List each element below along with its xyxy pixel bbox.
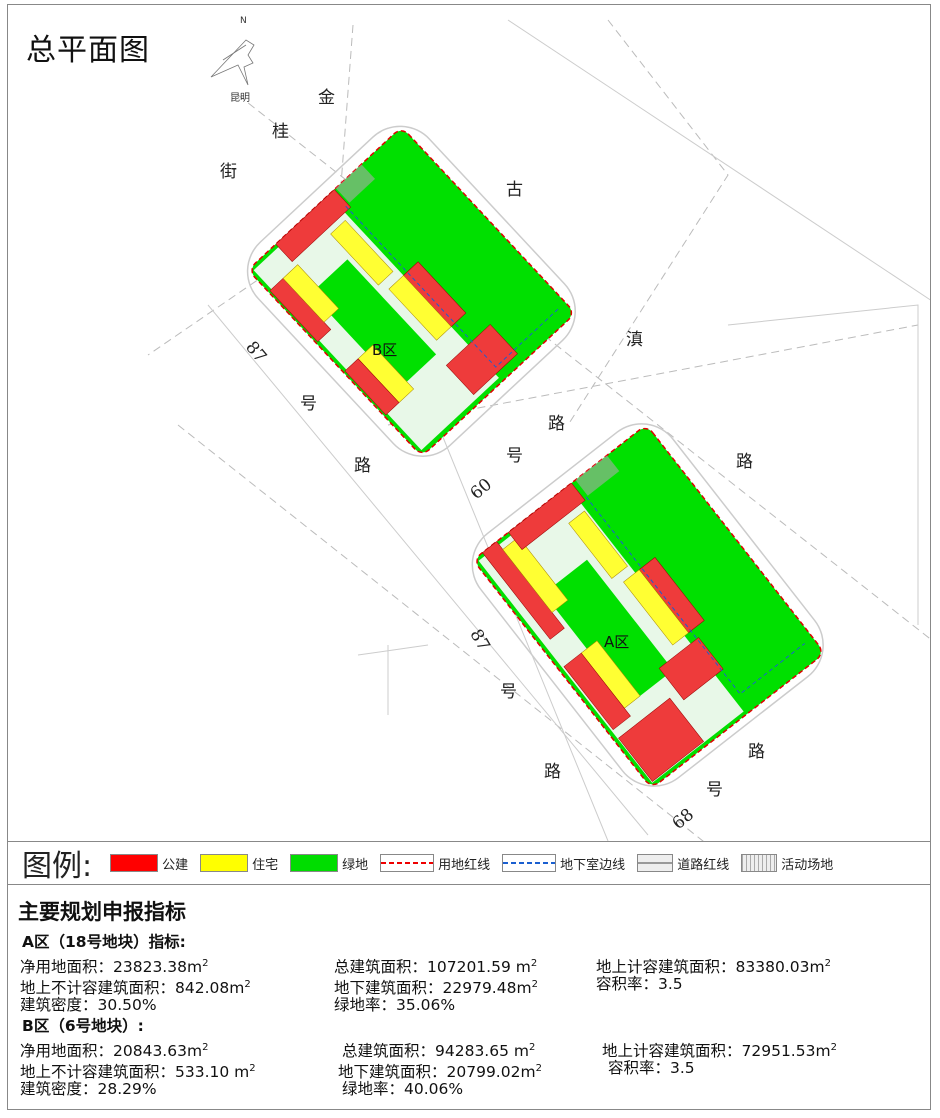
block-b <box>246 125 576 457</box>
zone-b-label: B区 <box>372 341 397 359</box>
a-above-nonfar: 地上不计容建筑面积：842.08m2 <box>20 979 251 998</box>
legend-residential: 住宅 <box>200 854 278 873</box>
zone-a-heading: A区（18号地块）指标: <box>22 933 186 951</box>
b-underground: 地下建筑面积：20799.02m2 <box>338 1063 542 1082</box>
site-plan-drawing: N 昆明 金 桂 街 古 滇 路 87 号 路 60 号 路 87 号 路 68… <box>147 16 939 846</box>
road-label: 路 <box>548 414 565 434</box>
compass-north-label: N <box>240 16 247 26</box>
legend-green: 绿地 <box>290 854 368 873</box>
legend-label: 地下室边线 <box>560 857 626 873</box>
b-total-area: 总建筑面积：94283.65 m2 <box>342 1042 536 1061</box>
zone-b-heading: B区（6号地块）: <box>22 1017 144 1035</box>
legend-title: 图例: <box>22 849 93 884</box>
indicators-section: 主要规划申报指标 A区（18号地块）指标: 净用地面积：23823.38m2 总… <box>8 886 930 1100</box>
b-far: 容积率：3.5 <box>608 1059 695 1077</box>
road-edges <box>207 19 939 842</box>
basement-swatch <box>502 854 557 872</box>
legend-activity: 活动场地 <box>741 854 833 873</box>
road-label: 号 <box>500 682 517 702</box>
road-lines <box>147 19 939 846</box>
a-density: 建筑密度：30.50% <box>20 996 157 1014</box>
road-label: 号 <box>706 780 723 800</box>
legend: 图例: 公建 住宅 绿地 用地红线 地下室边线 道路红线 活动场地 <box>8 842 930 885</box>
block-a <box>471 423 824 787</box>
legend-label: 住宅 <box>252 857 279 873</box>
zone-a-label: A区 <box>604 633 629 651</box>
site-plan-map: N 昆明 金 桂 街 古 滇 路 87 号 路 60 号 路 87 号 路 68… <box>8 5 939 846</box>
road-label: 号 <box>300 394 317 414</box>
road-label: 60 <box>467 475 496 504</box>
page-frame <box>7 4 931 1110</box>
legend-label: 绿地 <box>342 857 369 873</box>
compass-city-label: 昆明 <box>230 92 250 104</box>
a-total-area: 总建筑面积：107201.59 m2 <box>334 958 538 977</box>
north-arrow-icon <box>210 39 255 86</box>
road-label: 路 <box>736 452 753 472</box>
a-green-rate: 绿地率：35.06% <box>334 996 456 1014</box>
a-above-far: 地上计容建筑面积：83380.03m2 <box>596 958 831 977</box>
road-label: 路 <box>748 742 765 762</box>
legend-public: 公建 <box>110 854 188 873</box>
road-label: 古 <box>506 180 523 200</box>
road-label: 桂 <box>272 122 289 142</box>
b-green-rate: 绿地率：40.06% <box>342 1080 464 1098</box>
b-above-nonfar: 地上不计容建筑面积：533.10 m2 <box>20 1063 256 1082</box>
b-density: 建筑密度：28.29% <box>20 1080 157 1098</box>
page-title: 总平面图 <box>26 33 150 68</box>
road-label: 87 <box>241 338 270 367</box>
legend-basement: 地下室边线 <box>502 854 625 873</box>
indicators-heading: 主要规划申报指标 <box>18 900 186 924</box>
legend-label: 道路红线 <box>677 857 730 873</box>
green-swatch <box>290 854 339 872</box>
road-label: 街 <box>220 162 237 182</box>
road-label: 金 <box>318 88 335 108</box>
road-redline-swatch <box>637 854 674 872</box>
legend-road-redline: 道路红线 <box>637 854 729 873</box>
a-net-land: 净用地面积：23823.38m2 <box>20 958 209 977</box>
road-label: 68 <box>669 805 698 834</box>
b-net-land: 净用地面积：20843.63m2 <box>20 1042 209 1061</box>
legend-label: 活动场地 <box>781 857 834 873</box>
a-underground: 地下建筑面积：22979.48m2 <box>334 979 538 998</box>
legend-label: 公建 <box>162 857 189 873</box>
b-above-far: 地上计容建筑面积：72951.53m2 <box>602 1042 837 1061</box>
public-swatch <box>110 854 159 872</box>
redline-swatch <box>380 854 435 872</box>
activity-swatch <box>741 854 778 872</box>
road-label: 87 <box>465 626 493 655</box>
road-label: 路 <box>544 762 561 782</box>
legend-label: 用地红线 <box>438 857 491 873</box>
residential-swatch <box>200 854 249 872</box>
road-label: 号 <box>506 446 523 466</box>
road-label: 滇 <box>626 330 643 350</box>
a-far: 容积率：3.5 <box>596 975 683 993</box>
road-label: 路 <box>354 456 371 476</box>
legend-redline: 用地红线 <box>380 854 490 873</box>
